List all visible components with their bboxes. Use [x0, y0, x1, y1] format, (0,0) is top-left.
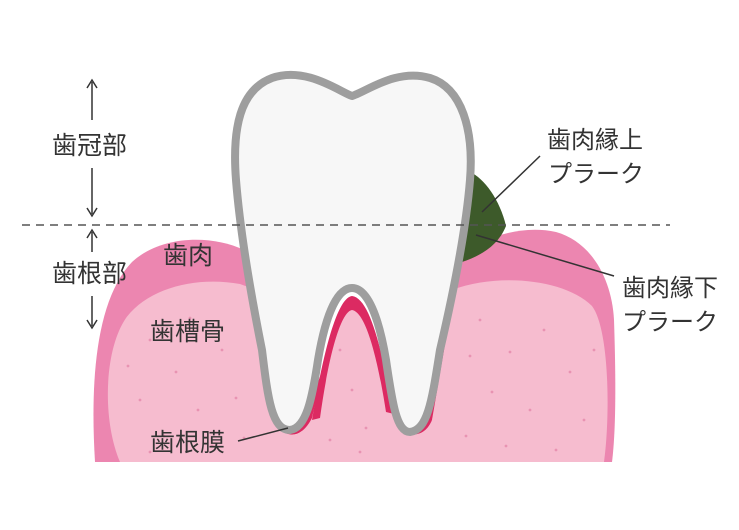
plaque	[462, 172, 506, 262]
alveolar-bone	[107, 280, 608, 462]
subgingival-plaque-label-line1: 歯肉縁下	[622, 274, 718, 302]
crown-arrow	[86, 78, 98, 218]
supragingival-plaque-label-line2: プラーク	[548, 160, 644, 188]
gingiva-label: 歯肉	[163, 241, 213, 270]
crown-label: 歯冠部	[52, 131, 127, 160]
root-label: 歯根部	[52, 259, 127, 288]
root-arrow	[86, 228, 98, 330]
bone-texture	[126, 316, 596, 454]
supragingival-leader	[481, 155, 541, 213]
supragingival-plaque-label-line1: 歯肉縁上	[547, 126, 643, 154]
subgingival-plaque-label-line2: プラーク	[622, 308, 718, 336]
periodontal-ligament-center	[312, 296, 394, 420]
ligament-leader	[237, 427, 289, 442]
alveolar-bone-label: 歯槽骨	[150, 317, 225, 346]
periodontal-ligament-label: 歯根膜	[150, 428, 225, 457]
subgingival-leader	[475, 234, 615, 277]
